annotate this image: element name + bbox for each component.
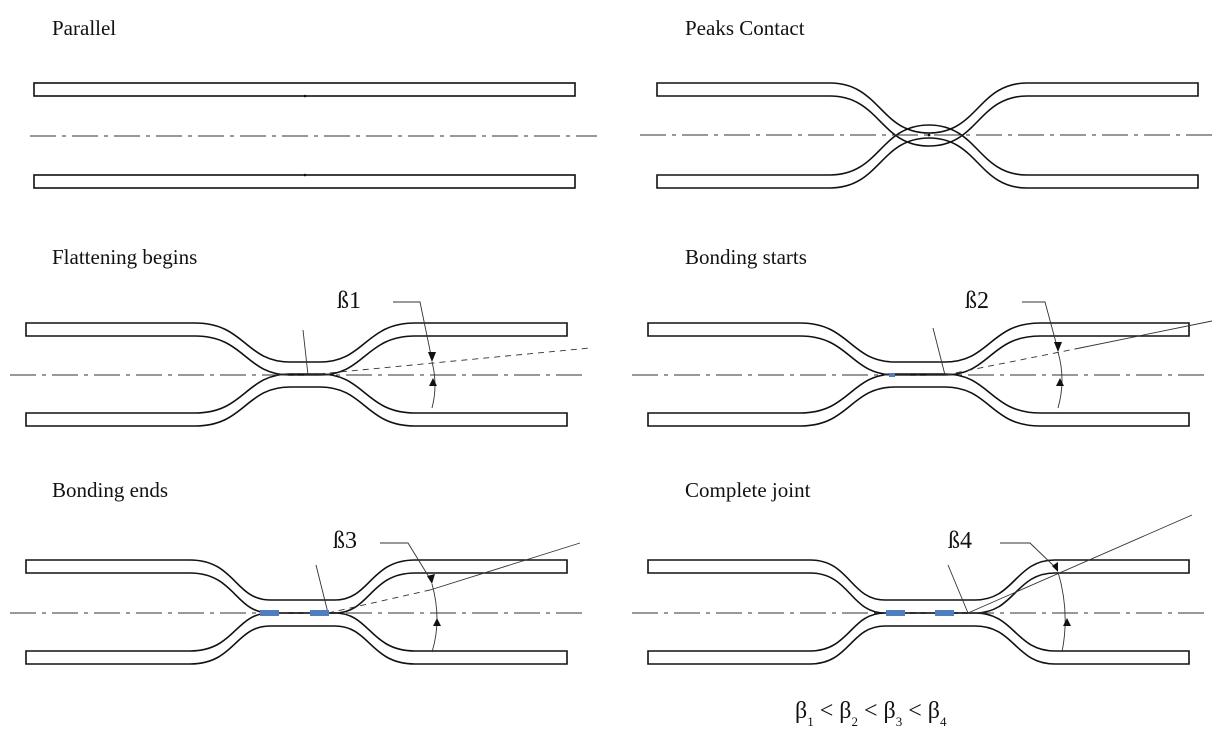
bond-zone [886,610,905,616]
tangent-line [307,347,591,376]
angle-leader [393,301,433,361]
angle-leader [1000,542,1059,571]
panel-title-bonding-starts: Bonding starts [685,245,807,269]
upper-strip [656,82,1199,147]
beta-subscript: 4 [940,714,947,729]
beta-symbol: β [795,698,808,724]
beta-subscript: 3 [895,714,903,729]
arrowhead-icon [1056,378,1064,386]
tangent-line [1074,320,1213,350]
less-than-symbol: < [857,698,884,724]
angle-arc [431,583,438,653]
panel-flattening-begins [10,301,591,427]
lower-strip [33,174,576,189]
flat-marker-line [932,327,946,376]
less-than-symbol: < [902,698,928,724]
bond-zone [935,610,954,616]
arrowhead-icon [1052,562,1058,572]
panel-title-bonding-ends: Bonding ends [52,478,169,502]
lower-strip [647,612,1190,665]
upper-strip [647,559,1190,614]
beta-subscript: 2 [851,714,858,729]
bond-zone [310,610,329,616]
panel-title-parallel: Parallel [52,16,117,40]
lower-strip [25,373,568,427]
arrowhead-icon [1054,342,1062,352]
angle-arc [1057,571,1066,653]
panel-title-complete-joint: Complete joint [685,478,811,502]
panel-complete-joint [632,514,1210,665]
panel-parallel [30,82,597,189]
flat-marker-line [302,329,309,376]
panel-title-peaks-contact: Peaks Contact [685,16,805,40]
angle-arc [1057,351,1063,409]
lower-strip [25,612,568,665]
center-mark [303,94,307,98]
angle-label-beta3: ß3 [333,528,357,554]
tangent-line [967,514,1193,614]
panel-peaks-contact [640,82,1217,189]
panel-bonding-ends [10,542,588,665]
lower-strip [656,124,1199,189]
angle-label-beta1: ß1 [337,288,361,314]
arrowhead-icon [1063,618,1071,626]
less-than-symbol: < [813,698,840,724]
upper-strip [647,322,1190,376]
beta-symbol: β [927,698,941,724]
upper-strip [25,322,568,376]
beta-subscript: 1 [807,714,814,729]
flat-marker-line [315,564,329,614]
angle-label-beta2: ß2 [965,288,989,314]
tangent-line [429,542,581,591]
angle-inequality: β1 < β2 < β3 < β4 [795,698,947,730]
angle-leader [380,542,433,583]
contact-point [927,133,931,137]
lower-strip [647,373,1190,427]
arrowhead-icon [433,618,441,626]
angle-leader [1022,301,1059,351]
flat-marker-line [947,564,969,614]
tangent-line [944,348,1076,376]
panel-title-flattening-begins: Flattening begins [52,245,198,269]
beta-symbol: β [839,698,852,724]
panel-bonding-starts [632,301,1213,427]
beta-symbol: β [883,698,896,724]
tangent-line [327,589,431,614]
bond-zone [260,610,279,616]
center-mark [303,173,307,177]
arrowhead-icon [428,352,436,362]
bond-spot [889,373,895,377]
upper-strip [25,559,568,614]
angle-label-beta4: ß4 [948,528,972,554]
arrowhead-icon [429,378,437,386]
upper-strip [33,82,576,97]
arrowhead-icon [427,574,435,584]
